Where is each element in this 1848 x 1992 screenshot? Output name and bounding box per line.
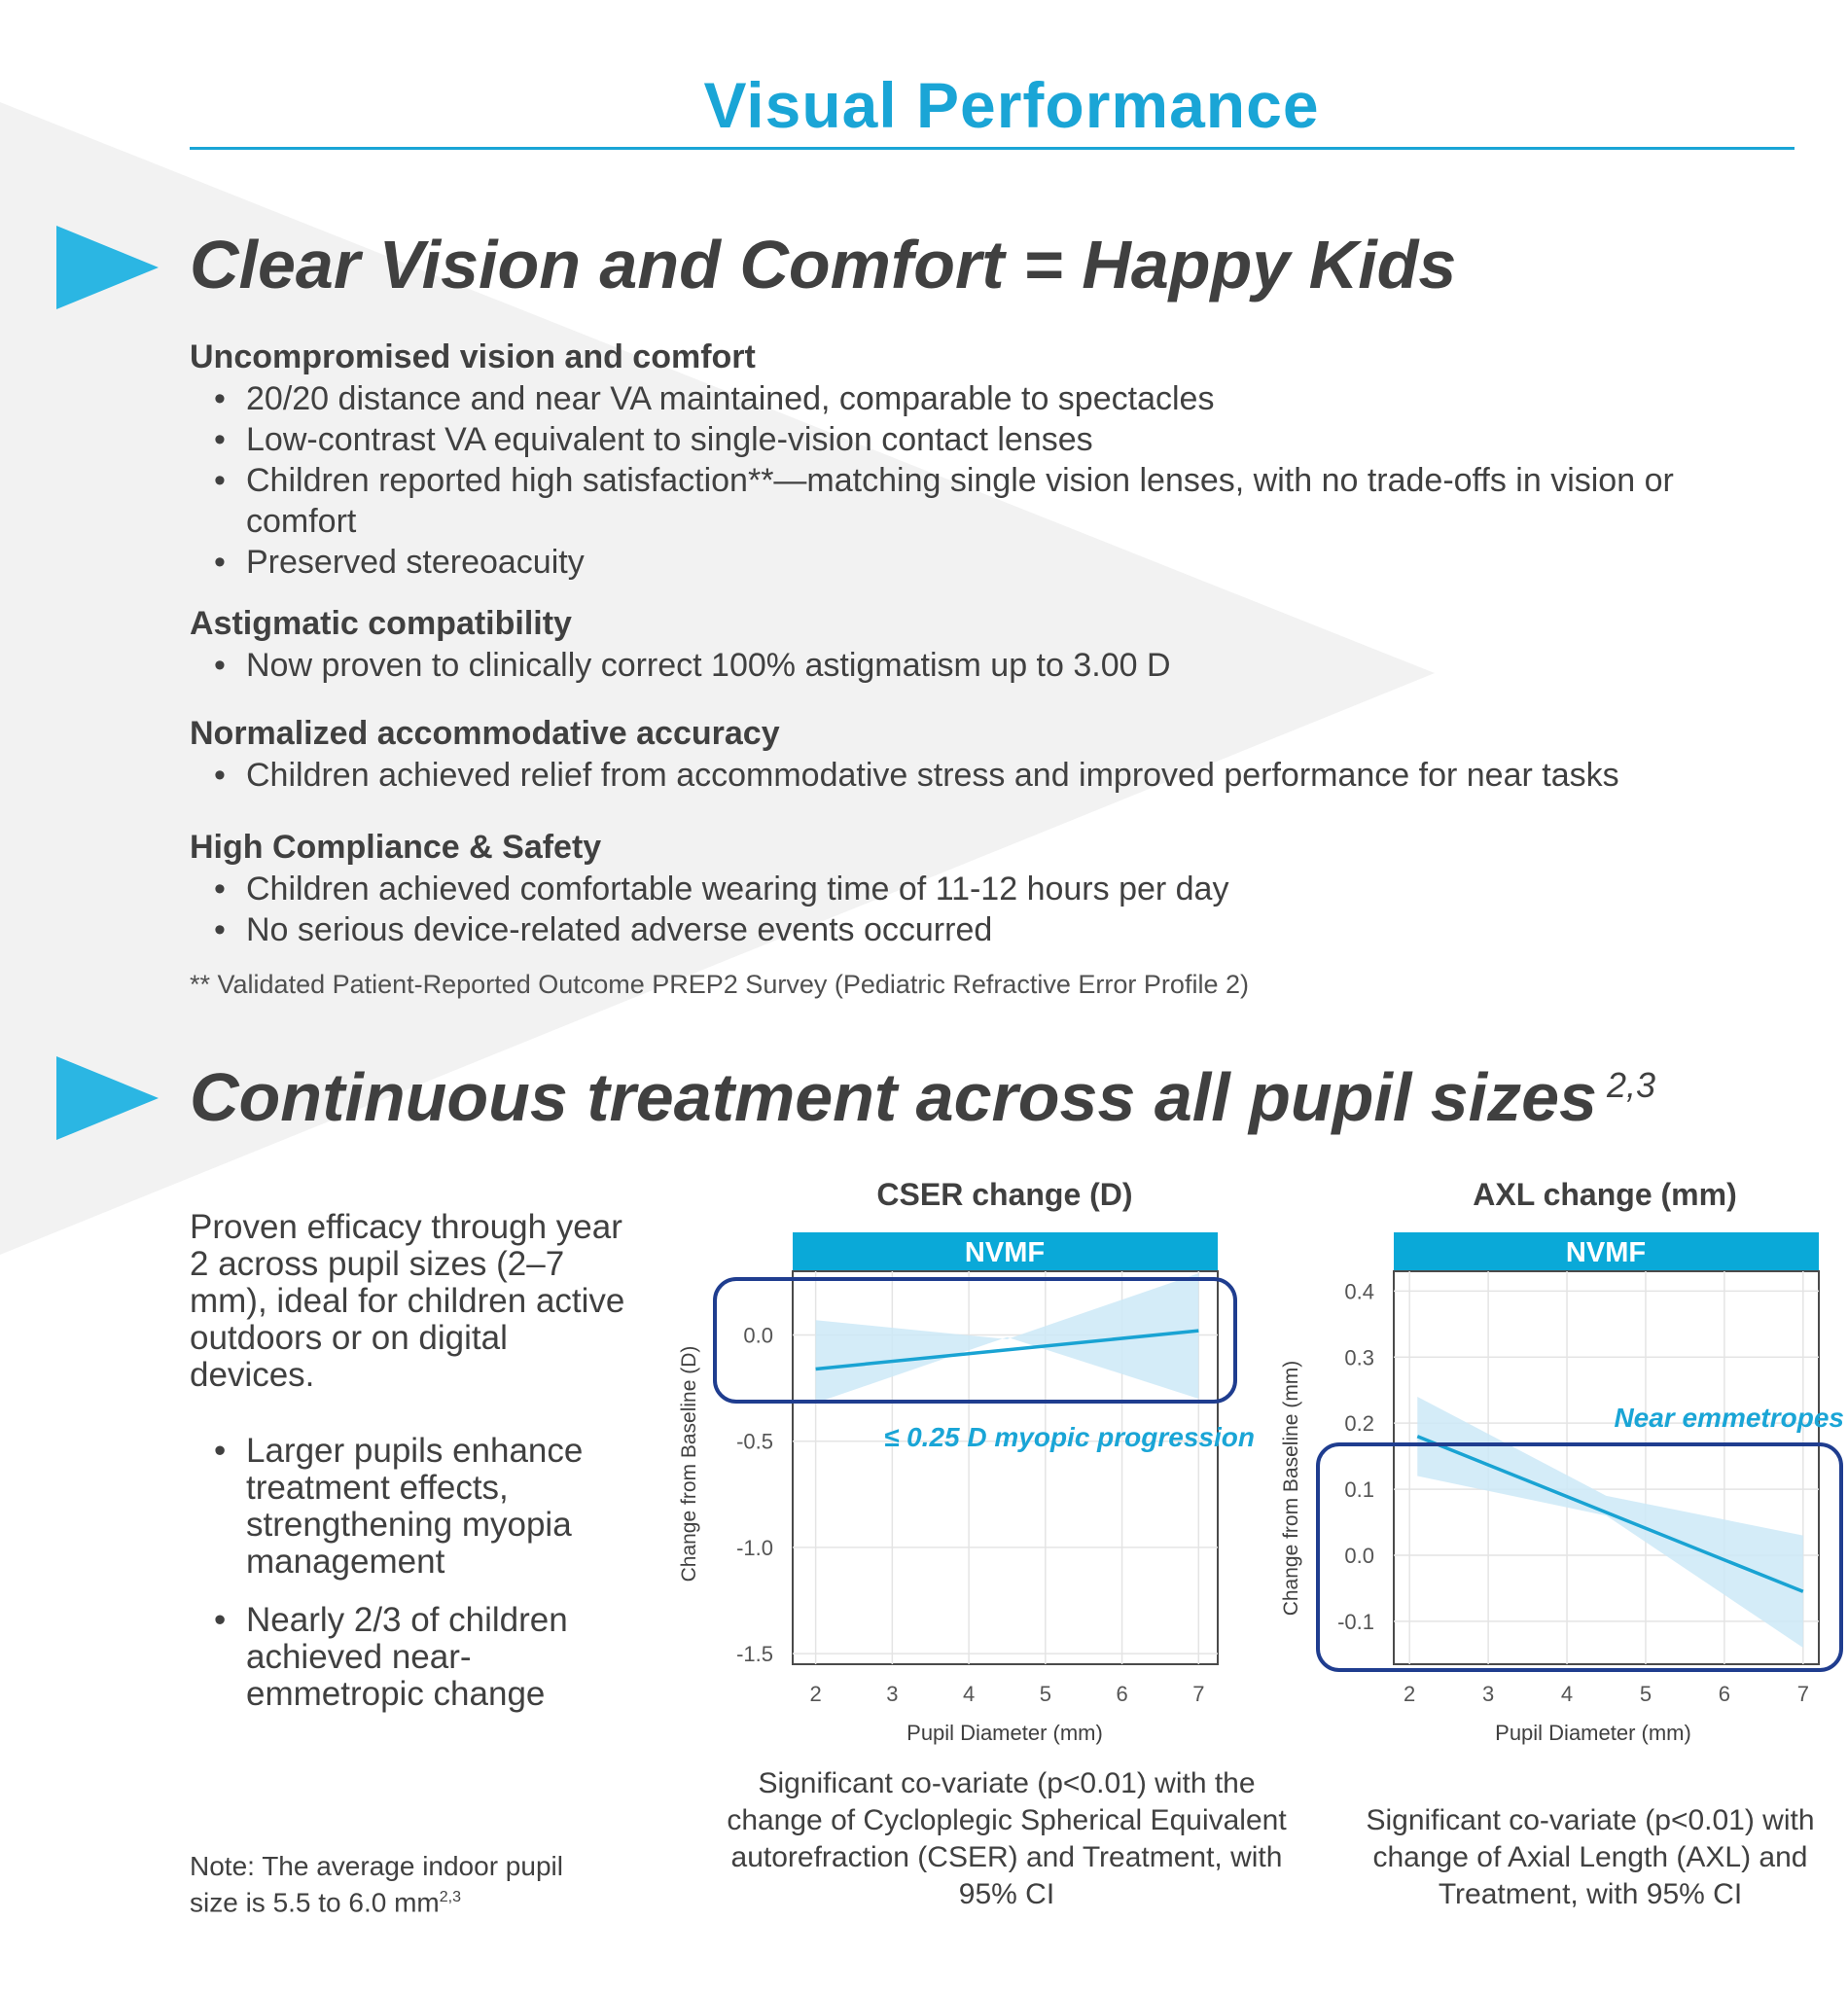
- x-tick-label: 7: [1797, 1682, 1809, 1706]
- y-tick-label: 0.0: [743, 1324, 773, 1348]
- highlight-box: [1316, 1442, 1843, 1672]
- y-tick-label: 0.1: [1344, 1477, 1374, 1502]
- y-tick-label: 0.4: [1344, 1279, 1374, 1303]
- panel-label: NVMF: [1566, 1237, 1646, 1268]
- y-tick-labels: 0.4 0.3 0.2 0.1 0.0 -0.1: [1337, 1279, 1374, 1633]
- series-line: [1416, 1435, 1804, 1593]
- group-1-title: Uncompromised vision and comfort: [190, 338, 756, 375]
- pupil-size-note: Note: The average indoor pupil size is 5…: [190, 1851, 598, 1918]
- group-2-bullets: Now proven to clinically correct 100% as…: [190, 645, 1746, 686]
- y-tick-label: -0.1: [1337, 1610, 1374, 1634]
- list-item: 20/20 distance and near VA maintained, c…: [190, 378, 1726, 419]
- x-tick-label: 3: [1482, 1682, 1494, 1706]
- list-item: Nearly 2/3 of children achieved near-emm…: [190, 1602, 647, 1713]
- note-superscript: 2,3: [439, 1889, 462, 1905]
- list-item: Children reported high satisfaction**—ma…: [190, 460, 1724, 542]
- y-tick-label: 0.2: [1344, 1411, 1374, 1436]
- chart-title: CSER change (D): [876, 1177, 1132, 1212]
- y-axis-label: Change from Baseline (mm): [1280, 1361, 1302, 1617]
- list-item: Larger pupils enhance treatment effects,…: [190, 1433, 647, 1581]
- x-tick-label: 6: [1719, 1682, 1730, 1706]
- list-item: Preserved stereoacuity: [190, 542, 1726, 583]
- list-item: No serious device-related adverse events…: [190, 909, 1746, 950]
- group-4-title: High Compliance & Safety: [190, 829, 602, 866]
- annotation: Near emmetropes: [1614, 1403, 1844, 1433]
- highlight-box: [713, 1277, 1237, 1404]
- y-axis-label: Change from Baseline (D): [678, 1346, 700, 1583]
- annotation: ≤ 0.25 D myopic progression: [884, 1422, 1255, 1452]
- axl-caption: Significant co-variate (p<0.01) with cha…: [1366, 1804, 1815, 1910]
- list-item: Children achieved relief from accommodat…: [190, 755, 1833, 796]
- x-tick-label: 2: [809, 1682, 821, 1706]
- y-tick-label: -0.5: [736, 1430, 773, 1454]
- section-2-heading: Continuous treatment across all pupil si…: [190, 1058, 1655, 1136]
- chart-title: AXL change (mm): [1473, 1177, 1736, 1212]
- panel-label: NVMF: [965, 1237, 1045, 1268]
- x-tick-label: 5: [1040, 1682, 1051, 1706]
- x-tick-label: 2: [1404, 1682, 1415, 1706]
- group-3-bullets: Children achieved relief from accommodat…: [190, 755, 1833, 796]
- y-tick-label: -1.5: [736, 1642, 773, 1666]
- confidence-band: [815, 1273, 1199, 1404]
- panel-header: [793, 1232, 1218, 1271]
- cser-chart: CSER change (D) NVMF 2 3 4 5 6 7 0.0 -0.5 -1.0 -…: [678, 1177, 1255, 1745]
- section-arrow-icon: [56, 226, 159, 309]
- list-item: Now proven to clinically correct 100% as…: [190, 645, 1746, 686]
- cser-caption: Significant co-variate (p<0.01) with the…: [727, 1767, 1287, 1910]
- group-1-bullets: 20/20 distance and near VA maintained, c…: [190, 378, 1726, 583]
- section-1-heading: Clear Vision and Comfort = Happy Kids: [190, 227, 1457, 302]
- group-4-bullets: Children achieved comfortable wearing ti…: [190, 869, 1746, 950]
- x-tick-label: 4: [1561, 1682, 1573, 1706]
- x-axis-label: Pupil Diameter (mm): [906, 1721, 1103, 1745]
- footnote: ** Validated Patient-Reported Outcome PR…: [190, 970, 1249, 999]
- x-tick-label: 3: [886, 1682, 898, 1706]
- y-tick-label: -1.0: [736, 1536, 773, 1560]
- x-tick-labels: 2 3 4 5 6 7: [809, 1682, 1204, 1706]
- efficacy-bullets: Larger pupils enhance treatment effects,…: [190, 1433, 647, 1734]
- y-tick-label: 0.0: [1344, 1544, 1374, 1568]
- x-tick-label: 7: [1192, 1682, 1204, 1706]
- heading-superscript: 2,3: [1606, 1064, 1656, 1105]
- section-2-heading-text: Continuous treatment across all pupil si…: [190, 1059, 1597, 1135]
- section-arrow-icon: [56, 1056, 159, 1140]
- y-tick-label: 0.3: [1344, 1345, 1374, 1370]
- x-tick-label: 4: [963, 1682, 975, 1706]
- series-line: [815, 1329, 1199, 1371]
- page-title: Visual Performance: [703, 69, 1320, 141]
- list-item: Low-contrast VA equivalent to single-vis…: [190, 419, 1726, 460]
- efficacy-paragraph: Proven efficacy through year 2 across pu…: [190, 1208, 625, 1394]
- x-tick-label: 5: [1640, 1682, 1652, 1706]
- confidence-band: [1417, 1397, 1803, 1649]
- list-item: Children achieved comfortable wearing ti…: [190, 869, 1746, 909]
- x-axis-label: Pupil Diameter (mm): [1495, 1721, 1691, 1745]
- x-tick-label: 6: [1116, 1682, 1127, 1706]
- group-3-title: Normalized accommodative accuracy: [190, 715, 780, 752]
- note-text: Note: The average indoor pupil size is 5…: [190, 1851, 563, 1918]
- axl-chart: AXL change (mm) NVMF 2 3 4 5 6 7 0.4 0.3 0.2 0.1…: [1280, 1177, 1844, 1745]
- y-tick-labels: 0.0 -0.5 -1.0 -1.5: [736, 1324, 773, 1667]
- title-divider: [190, 147, 1795, 150]
- x-tick-labels: 2 3 4 5 6 7: [1404, 1682, 1809, 1706]
- group-2-title: Astigmatic compatibility: [190, 605, 572, 642]
- panel-header: [1394, 1232, 1819, 1271]
